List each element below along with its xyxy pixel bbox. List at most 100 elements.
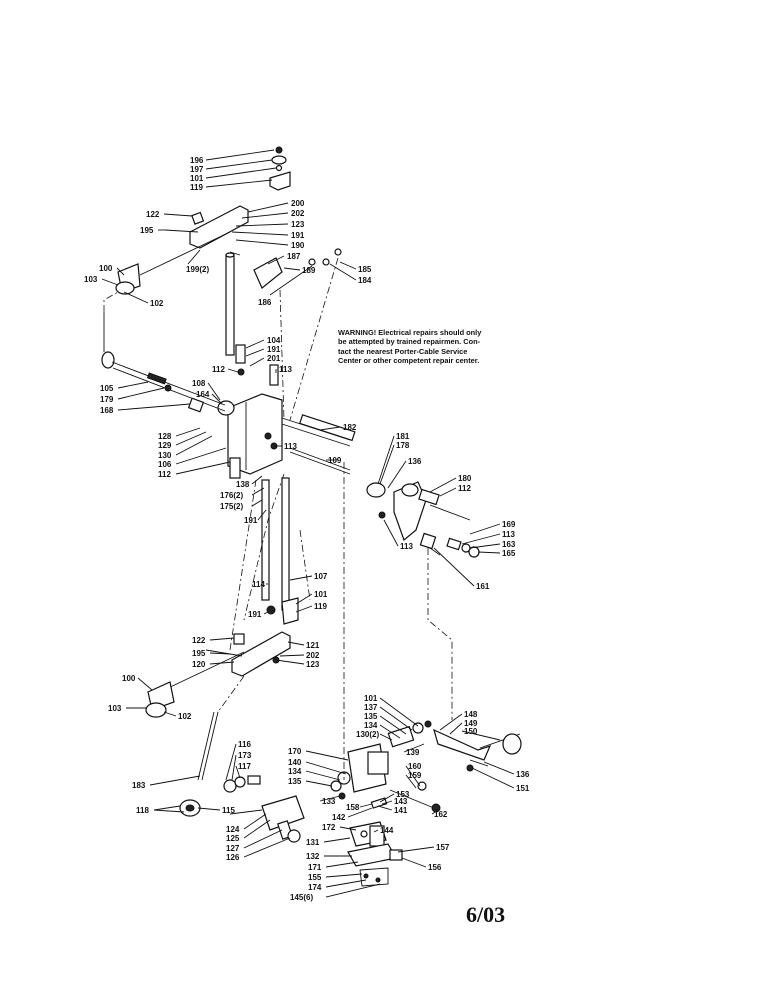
lower-handwheel-linkage — [179, 711, 305, 843]
callout-label: 157 — [436, 843, 450, 852]
callout-label: 103 — [108, 704, 122, 713]
callout-label: 153 — [396, 790, 410, 799]
callout-label: 189 — [302, 266, 316, 275]
callout-label: 148 — [464, 710, 478, 719]
callout-label: 114 — [252, 580, 265, 589]
callout-label: 199(2) — [186, 265, 209, 274]
callout-leaders — [101, 149, 515, 898]
callout-label: 112 — [212, 365, 225, 374]
callout-label: 176(2) — [220, 491, 243, 500]
callout-label: 169 — [502, 520, 516, 529]
date-code: 6/03 — [466, 902, 506, 927]
callout-label: 138 — [236, 480, 250, 489]
callout-label: 170 — [288, 747, 302, 756]
callout-label: 158 — [346, 803, 360, 812]
callout-label: 143 — [394, 797, 408, 806]
lower-switch-bracket-assembly — [145, 631, 291, 718]
callout-label: 113 — [400, 542, 413, 551]
callout-label: 119 — [190, 183, 203, 192]
warning-line: be attempted by trained repairmen. Con- — [338, 337, 481, 347]
callout-label: 134 — [364, 721, 378, 730]
callout-label: 182 — [343, 423, 357, 432]
warning-note: WARNING! Electrical repairs should only … — [338, 328, 518, 366]
callout-label: 101 — [314, 590, 328, 599]
callout-label: 201 — [267, 354, 281, 363]
callout-label: 127 — [226, 844, 240, 853]
callout-label: 197 — [190, 165, 204, 174]
callout-label: 117 — [238, 762, 251, 771]
callout-label: 106 — [158, 460, 172, 469]
callout-label: 132 — [306, 852, 320, 861]
center-switch-housing — [217, 393, 283, 479]
callout-label: 124 — [226, 825, 240, 834]
callout-label: 121 — [306, 641, 320, 650]
warning-line: WARNING! Electrical repairs should only — [338, 328, 482, 337]
callout-label: 159 — [408, 771, 422, 780]
callout-label: 102 — [150, 299, 164, 308]
callout-label: 150 — [464, 727, 478, 736]
callout-label: 144 — [380, 826, 394, 835]
callout-label: 130 — [158, 451, 172, 460]
callout-label: 168 — [100, 406, 114, 415]
callout-label: 191 — [244, 516, 258, 525]
callout-label: 102 — [178, 712, 192, 721]
callout-label: 139 — [406, 748, 420, 757]
callout-label: 162 — [434, 810, 448, 819]
vertical-shafts-upper — [225, 252, 279, 386]
callout-label: 202 — [306, 651, 320, 660]
callout-label: 134 — [288, 767, 302, 776]
callout-label: 149 — [464, 719, 478, 728]
callout-label: 130(2) — [356, 730, 379, 739]
callout-label: 108 — [192, 379, 206, 388]
callout-label: 112 — [458, 484, 471, 493]
callout-label: 140 — [288, 758, 302, 767]
callout-label: 186 — [258, 298, 272, 307]
left-handwheel-shaft — [101, 312, 226, 413]
connection-leaders — [103, 257, 453, 780]
callout-label: 105 — [100, 384, 114, 393]
callout-label: 142 — [332, 813, 346, 822]
callout-label: 165 — [502, 549, 516, 558]
callout-label: 184 — [358, 276, 372, 285]
callout-label: 160 — [408, 762, 422, 771]
callout-label: 191 — [267, 345, 281, 354]
callout-label: 200 — [291, 199, 305, 208]
callout-label: 183 — [132, 781, 146, 790]
callout-label: 191 — [291, 231, 305, 240]
callout-label: 107 — [314, 572, 328, 581]
callout-label: 161 — [476, 582, 490, 591]
callout-label: 195 — [140, 226, 154, 235]
callout-label: 109 — [328, 456, 342, 465]
callout-label: 145(6) — [290, 893, 313, 902]
callout-label: 101 — [364, 694, 378, 703]
lower-switch-plate — [347, 821, 403, 887]
callout-label: 151 — [516, 784, 530, 793]
lower-switch-box-and-lever — [330, 720, 522, 813]
callout-label: 119 — [314, 602, 327, 611]
callout-label: 113 — [502, 530, 515, 539]
callout-label: 101 — [190, 174, 204, 183]
callout-label: 180 — [458, 474, 472, 483]
callout-label: 104 — [267, 336, 281, 345]
callout-labels: 196 197 101 119 200 202 123 191 190 187 … — [84, 156, 530, 902]
callout-label: 123 — [291, 220, 305, 229]
right-shaft-and-yoke — [281, 414, 480, 558]
callout-label: 135 — [288, 777, 302, 786]
callout-label: 115 — [222, 806, 235, 815]
callout-label: 122 — [192, 636, 206, 645]
callout-label: 123 — [306, 660, 320, 669]
callout-label: 164 — [196, 390, 210, 399]
callout-label: 202 — [291, 209, 305, 218]
callout-label: 136 — [516, 770, 530, 779]
callout-label: 181 — [396, 432, 410, 441]
callout-label: 178 — [396, 441, 410, 450]
callout-label: 174 — [308, 883, 322, 892]
callout-label: 136 — [408, 457, 422, 466]
callout-label: 171 — [308, 863, 322, 872]
callout-label: 172 — [322, 823, 336, 832]
callout-label: 195 — [192, 649, 206, 658]
callout-label: 131 — [306, 838, 320, 847]
callout-label: 100 — [99, 264, 113, 273]
